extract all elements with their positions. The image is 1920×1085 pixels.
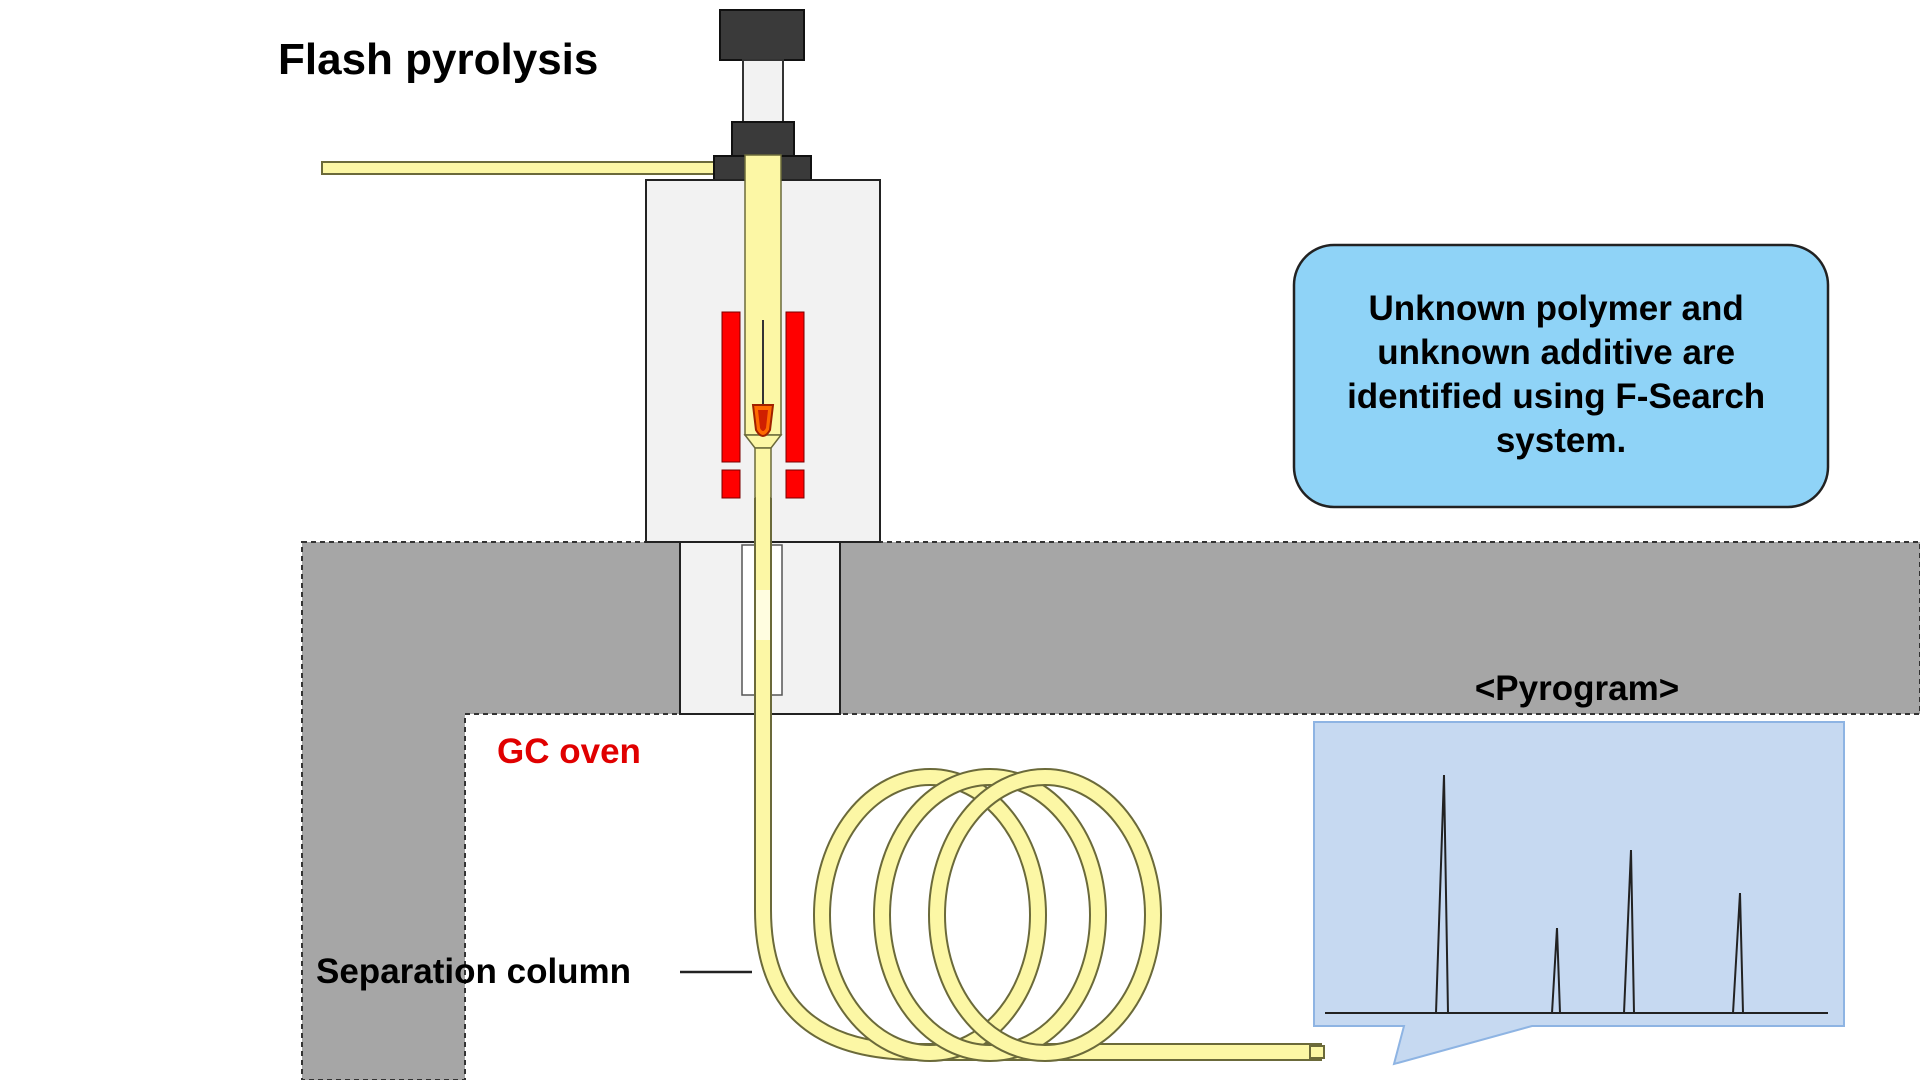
pyrogram-peak-2	[1551, 927, 1561, 1014]
callout-line-2: unknown additive are	[1377, 333, 1735, 372]
info-callout	[1292, 243, 1830, 509]
pyrogram-label: <Pyrogram>	[1475, 669, 1679, 708]
carrier-gas-tube	[321, 161, 743, 175]
pyrogram-peaks	[1435, 774, 1744, 1014]
gc-oven-label: GC oven	[497, 732, 641, 771]
pyrogram-peak-3	[1623, 849, 1635, 1014]
cap-nut	[731, 121, 795, 159]
column-outlet-end	[1309, 1045, 1325, 1059]
pyrogram-peak-4	[1732, 892, 1744, 1014]
heater-left-lower	[721, 469, 741, 499]
callout-line-1: Unknown polymer and	[1368, 289, 1743, 328]
heater-right	[785, 311, 805, 463]
quartz-tube-lower	[754, 447, 772, 499]
heater-left	[721, 311, 741, 463]
top-knob	[719, 9, 805, 61]
heater-right-lower	[785, 469, 805, 499]
callout-line-4: system.	[1496, 421, 1626, 460]
column-bright-segment	[756, 590, 770, 640]
sample-cup-inner	[758, 410, 768, 431]
column-coil	[754, 768, 1322, 1062]
pyrogram-peak-1	[1435, 774, 1449, 1014]
separation-column-label: Separation column	[316, 952, 631, 991]
callout-text: Unknown polymer and unknown additive are…	[1347, 289, 1775, 460]
callout-line-3: identified using F-Search	[1347, 377, 1765, 416]
plunger-rod	[742, 59, 784, 123]
page-title: Flash pyrolysis	[278, 35, 598, 84]
